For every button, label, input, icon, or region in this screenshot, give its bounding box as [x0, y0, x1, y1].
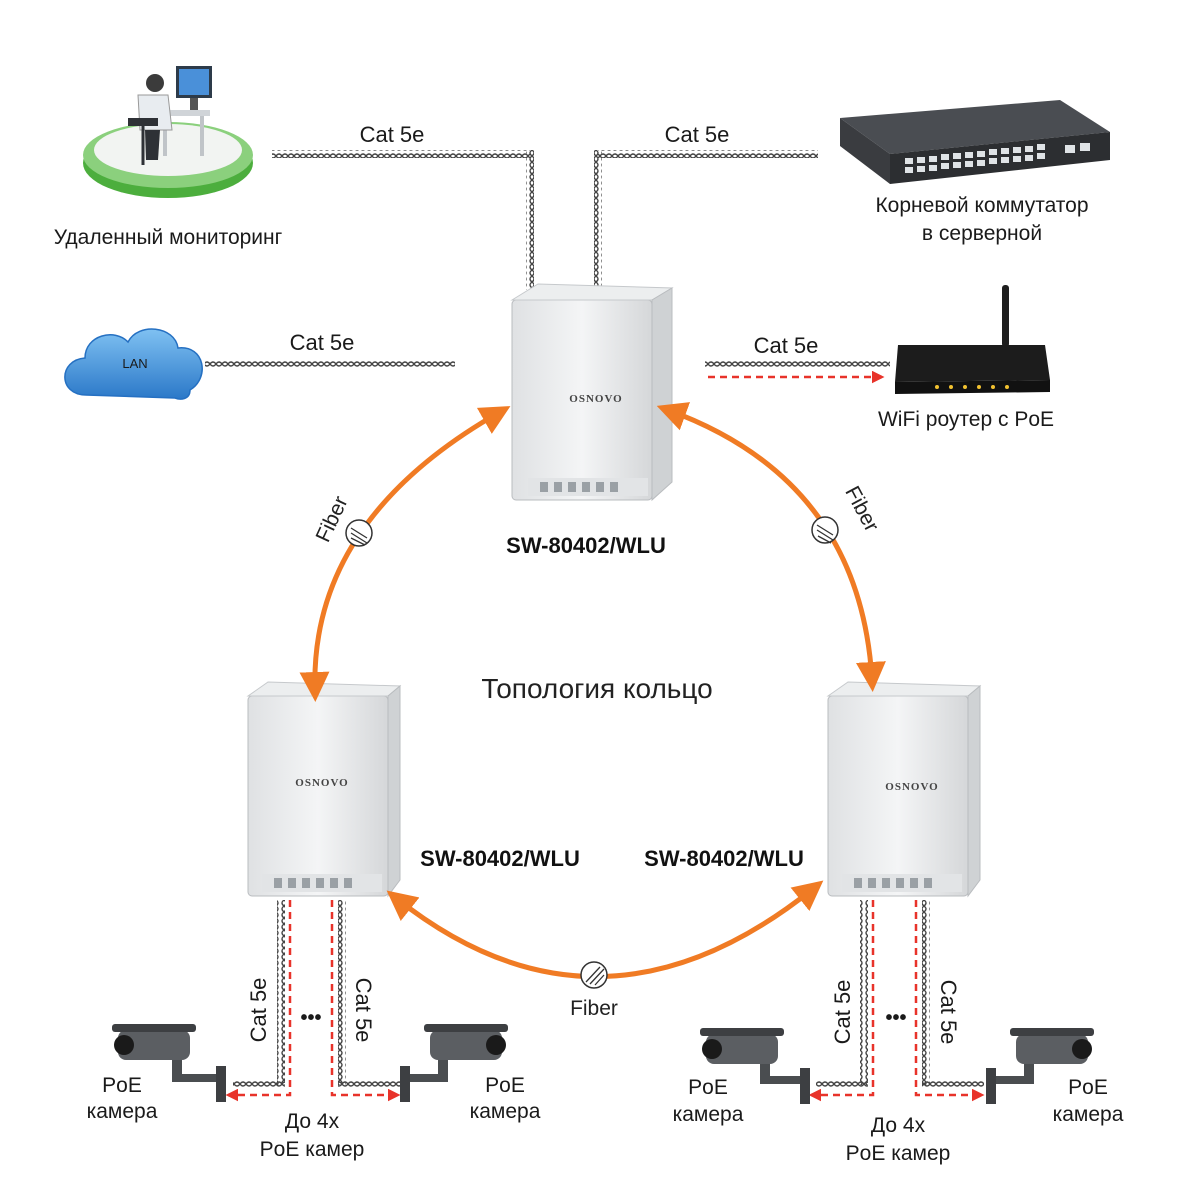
model-label-left: SW-80402/WLU: [420, 846, 580, 871]
poe-camera-icon: [986, 1028, 1094, 1104]
cable-lan: [205, 360, 455, 368]
fiber-label-bottom: Fiber: [570, 997, 618, 1020]
root-switch-label-line2: в серверной: [922, 222, 1042, 245]
fiber-link-bottom: [386, 880, 824, 980]
cable-label-cam-rl: Cat 5e: [830, 980, 855, 1045]
fiber-label-right: Fiber: [840, 482, 883, 535]
model-label-top: SW-80402/WLU: [506, 533, 666, 558]
fiber-connector-icon: [580, 961, 608, 989]
fiber-connector-icon: [811, 516, 839, 544]
remote-monitoring-icon: [83, 66, 253, 198]
poe-camera-label-line2: камера: [1053, 1103, 1124, 1126]
poe-camera-label-line1: PoE: [102, 1074, 142, 1097]
cable-label-wifi: Cat 5e: [754, 333, 819, 358]
poe-camera-label-line2: камера: [673, 1103, 744, 1126]
poe-camera-label-line2: камера: [87, 1100, 158, 1123]
root-switch-label-line1: Корневой коммутатор: [875, 194, 1088, 217]
topology-title: Топология кольцо: [481, 673, 712, 704]
up-to-cameras-label-line2: PoE камер: [846, 1142, 951, 1165]
poe-camera-label-line1: PoE: [1068, 1076, 1108, 1099]
up-to-cameras-label-line2: PoE камер: [260, 1138, 365, 1161]
switch-enclosure-top: OSNOVO: [510, 283, 674, 502]
cable-label-cam-ll: Cat 5e: [246, 978, 271, 1043]
cable-label-cam-rr: Cat 5e: [936, 980, 961, 1045]
fiber-link-top-left: [299, 406, 511, 702]
poe-camera-icon: [700, 1028, 810, 1104]
up-to-cameras-label-line1: До 4х: [285, 1110, 340, 1133]
wifi-router-icon: [895, 285, 1050, 394]
remote-monitoring-label: Удаленный мониторинг: [54, 226, 283, 249]
root-switch-icon: [840, 100, 1110, 184]
poe-camera-label-line2: камера: [470, 1100, 541, 1123]
fiber-connector-icon: [345, 519, 373, 547]
switch-enclosure-right: OSNOVO: [826, 681, 982, 898]
cable-label-lan: Cat 5e: [290, 330, 355, 355]
cable-wifi-router: [705, 360, 890, 384]
poe-camera-label-line1: PoE: [688, 1076, 728, 1099]
camera-cables-left: [225, 900, 401, 1102]
poe-camera-label-line1: PoE: [485, 1074, 525, 1097]
lan-label: LAN: [122, 356, 147, 371]
camera-cables-right: [808, 900, 985, 1102]
cable-label-root-switch: Cat 5e: [665, 122, 730, 147]
ellipsis-right: •••: [885, 1007, 906, 1029]
brand-right: OSNOVO: [885, 781, 938, 793]
cable-label-cam-lr: Cat 5e: [351, 978, 376, 1043]
cable-remote-monitoring: [272, 150, 534, 290]
wifi-router-label: WiFi роутер с PoE: [878, 408, 1054, 431]
fiber-link-top-right: [656, 402, 886, 692]
poe-camera-icon: [400, 1024, 508, 1102]
cable-label-monitoring: Cat 5e: [360, 122, 425, 147]
poe-camera-icon: [112, 1024, 226, 1102]
model-label-right: SW-80402/WLU: [644, 846, 804, 871]
switch-enclosure-left: OSNOVO: [246, 681, 402, 898]
brand-left: OSNOVO: [295, 777, 348, 789]
ellipsis-left: •••: [300, 1007, 321, 1029]
lan-cloud-icon: [64, 328, 203, 400]
cable-root-switch: [594, 150, 818, 290]
up-to-cameras-label-line1: До 4х: [871, 1114, 926, 1137]
brand-top: OSNOVO: [569, 393, 622, 405]
